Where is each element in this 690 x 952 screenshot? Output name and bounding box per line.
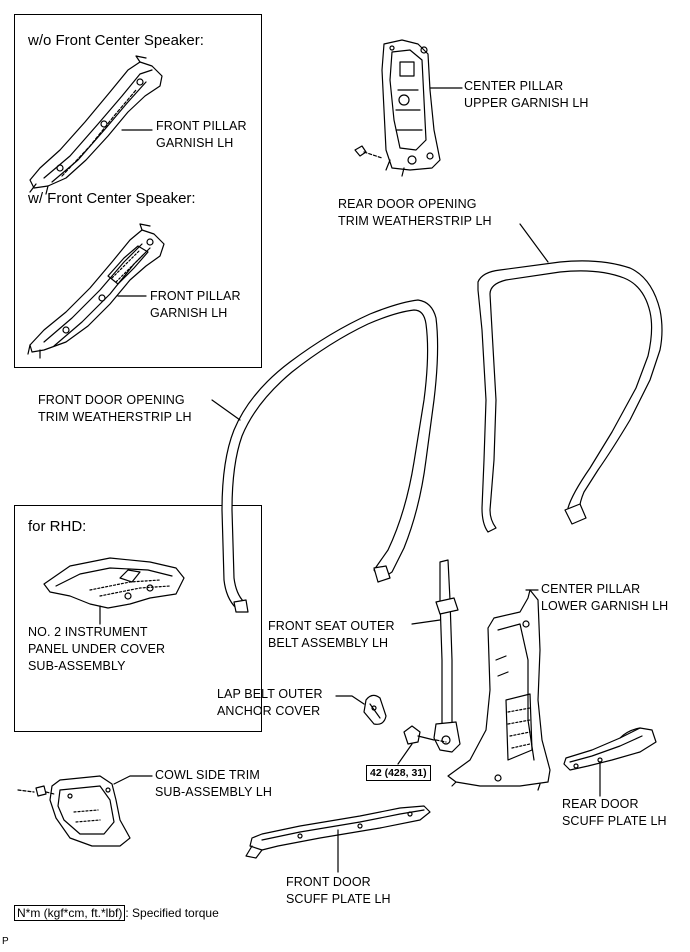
torque-leader — [397, 743, 413, 765]
lap-belt-cover-leader — [335, 695, 365, 705]
front-seat-belt-label: FRONT SEAT OUTER BELT ASSEMBLY LH — [268, 619, 395, 650]
rear-door-weatherstrip-label: REAR DOOR OPENING TRIM WEATHERSTRIP LH — [338, 197, 492, 228]
center-pillar-upper-garnish — [381, 39, 441, 177]
rear-door-weatherstrip-leader — [519, 223, 549, 263]
front-pillar-garnish-label-bottom: FRONT PILLAR GARNISH LH — [150, 289, 241, 320]
corner-mark: P — [2, 936, 9, 947]
center-pillar-upper-clip — [354, 145, 383, 159]
torque-spec-box: 42 (428, 31) — [366, 765, 431, 781]
front-pillar-garnish-bottom — [27, 223, 165, 359]
cowl-side-clip — [17, 785, 55, 797]
instrument-panel-under-cover-label: NO. 2 INSTRUMENT PANEL UNDER COVER SUB-A… — [28, 625, 166, 673]
front-door-weatherstrip-leader — [211, 399, 241, 421]
rear-door-scuff-plate — [563, 727, 657, 771]
front-door-scuff-plate-label: FRONT DOOR SCUFF PLATE LH — [286, 875, 391, 906]
torque-legend: N*m (kgf*cm, ft.*lbf): Specified torque — [14, 905, 219, 921]
torque-legend-text: : Specified torque — [125, 906, 219, 920]
front-pillar-garnish-label-top: FRONT PILLAR GARNISH LH — [156, 119, 247, 150]
front-seat-belt-leader — [411, 619, 441, 625]
rhd-inset-box — [14, 505, 262, 732]
center-pillar-lower-garnish-label: CENTER PILLAR LOWER GARNISH LH — [541, 582, 669, 613]
rear-door-weatherstrip — [477, 260, 663, 533]
w-front-center-speaker-heading: w/ Front Center Speaker: — [28, 190, 196, 207]
center-pillar-lower-garnish — [447, 589, 551, 791]
front-seat-outer-belt — [433, 559, 461, 753]
cowl-side-trim — [49, 775, 131, 847]
center-pillar-upper-garnish-label: CENTER PILLAR UPPER GARNISH LH — [464, 79, 589, 110]
lap-belt-anchor-cover — [363, 694, 387, 725]
wo-front-center-speaker-heading: w/o Front Center Speaker: — [28, 32, 204, 49]
torque-legend-unit: N*m (kgf*cm, ft.*lbf) — [14, 905, 126, 921]
instrument-panel-under-cover — [43, 557, 185, 609]
rear-door-scuff-plate-label: REAR DOOR SCUFF PLATE LH — [562, 797, 667, 828]
lap-belt-cover-label: LAP BELT OUTER ANCHOR COVER — [217, 687, 323, 718]
front-door-scuff-plate — [245, 805, 431, 859]
cowl-side-trim-label: COWL SIDE TRIM SUB-ASSEMBLY LH — [155, 768, 273, 799]
front-door-weatherstrip-label: FRONT DOOR OPENING TRIM WEATHERSTRIP LH — [38, 393, 192, 424]
anchor-bolt — [403, 725, 447, 745]
rhd-heading: for RHD: — [28, 518, 87, 535]
front-pillar-inset-box — [14, 14, 262, 368]
front-pillar-garnish-top — [29, 55, 163, 195]
front-door-weatherstrip — [221, 299, 439, 613]
cowl-side-leader — [113, 775, 153, 785]
